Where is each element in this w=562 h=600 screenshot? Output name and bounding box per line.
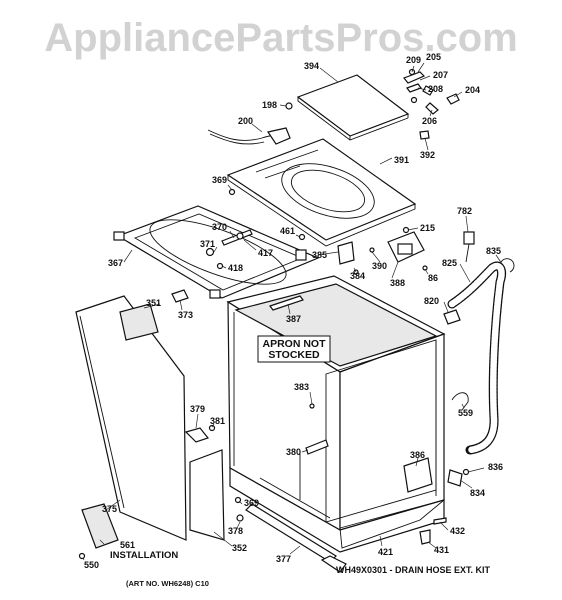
hook-559-drawing bbox=[451, 392, 469, 411]
screw-198-drawing bbox=[285, 102, 293, 110]
part-label-206: 206 bbox=[422, 116, 437, 126]
part-label-834: 834 bbox=[470, 488, 485, 498]
part-label-388: 388 bbox=[390, 278, 405, 288]
art-number-caption: (ART NO. WH6248) C10 bbox=[126, 579, 209, 588]
part-label-782: 782 bbox=[457, 206, 472, 216]
top-cover-391-drawing bbox=[226, 138, 417, 247]
plug-782-drawing bbox=[463, 231, 475, 263]
part-label-378: 378 bbox=[228, 526, 243, 536]
part-label-392: 392 bbox=[420, 150, 435, 160]
part-378-drawing bbox=[236, 514, 244, 522]
part-label-207: 207 bbox=[433, 70, 448, 80]
part-383-drawing bbox=[309, 403, 315, 409]
part-label-391: 391 bbox=[394, 155, 409, 165]
part-label-417: 417 bbox=[258, 248, 273, 258]
part-label-394: 394 bbox=[304, 61, 319, 71]
part-label-835: 835 bbox=[486, 246, 501, 256]
part-label-209: 209 bbox=[406, 55, 421, 65]
panel-352-drawing bbox=[189, 449, 225, 541]
part-label-381: 381 bbox=[210, 416, 225, 426]
part-label-387: 387 bbox=[286, 314, 301, 324]
part-drawings bbox=[75, 68, 515, 573]
lid-switch-200-drawing bbox=[207, 127, 291, 145]
part-label-370: 370 bbox=[212, 222, 227, 232]
part-label-375: 375 bbox=[102, 504, 117, 514]
part-label-559: 559 bbox=[458, 408, 473, 418]
side-panel-351-drawing bbox=[75, 295, 187, 541]
part-label-432: 432 bbox=[450, 526, 465, 536]
part-label-825: 825 bbox=[442, 258, 457, 268]
part-label-421: 421 bbox=[378, 547, 393, 557]
rod-370-drawing bbox=[205, 229, 253, 270]
part-label-461: 461 bbox=[280, 226, 295, 236]
part-431-drawing bbox=[419, 529, 431, 545]
floor-plate-421-drawing bbox=[339, 499, 445, 549]
part-label-200: 200 bbox=[238, 116, 253, 126]
switch-assembly-388-drawing bbox=[369, 226, 428, 271]
part-label-418: 418 bbox=[228, 263, 243, 273]
part-label-352: 352 bbox=[232, 543, 247, 553]
part-label-351: 351 bbox=[146, 298, 161, 308]
apron-note-line-2: STOCKED bbox=[268, 349, 320, 361]
part-label-204: 204 bbox=[465, 85, 480, 95]
drain-hose-825-drawing bbox=[447, 261, 507, 455]
part-381-drawing bbox=[208, 424, 216, 432]
part-label-205: 205 bbox=[426, 52, 441, 62]
part-label-380: 380 bbox=[286, 447, 301, 457]
part-labels: 394 209 205 207 208 204 206 198 200 392 … bbox=[84, 52, 503, 570]
part-label-561: 561 bbox=[120, 540, 135, 550]
part-379-drawing bbox=[184, 427, 210, 443]
part-label-385: 385 bbox=[312, 250, 327, 260]
leader-lines bbox=[82, 62, 503, 561]
clip-461-drawing bbox=[298, 233, 306, 241]
part-label-390: 390 bbox=[372, 261, 387, 271]
part-label-384: 384 bbox=[350, 271, 365, 281]
part-label-369-top: 369 bbox=[212, 175, 227, 185]
part-label-820: 820 bbox=[424, 296, 439, 306]
bumper-392-drawing bbox=[419, 130, 430, 140]
frame-367-drawing bbox=[113, 205, 320, 299]
bracket-384-385-drawing bbox=[337, 241, 359, 275]
watermark-text: AppliancePartsPros.com bbox=[44, 16, 518, 60]
apron-note-line-1: APRON NOT bbox=[263, 338, 327, 350]
part-820-drawing bbox=[443, 309, 461, 325]
installation-label: INSTALLATION bbox=[110, 550, 178, 561]
part-550-drawing bbox=[78, 552, 86, 560]
handle-387-drawing bbox=[269, 295, 304, 311]
part-label-208: 208 bbox=[428, 84, 443, 94]
part-label-550: 550 bbox=[84, 560, 99, 570]
part-432-drawing bbox=[433, 517, 447, 525]
lid-drawing bbox=[296, 74, 410, 141]
screw-369-top-drawing bbox=[228, 188, 236, 196]
drain-hose-kit-note: WH49X0301 - DRAIN HOSE EXT. KIT bbox=[336, 565, 491, 575]
part-label-377: 377 bbox=[276, 554, 291, 564]
part-label-198: 198 bbox=[262, 100, 277, 110]
part-label-379: 379 bbox=[190, 404, 205, 414]
part-label-836: 836 bbox=[488, 462, 503, 472]
installation-booklet-561-drawing bbox=[81, 503, 119, 549]
part-label-215: 215 bbox=[420, 223, 435, 233]
part-label-386: 386 bbox=[410, 450, 425, 460]
hinge-parts-drawing bbox=[403, 68, 460, 115]
part-836-drawing bbox=[462, 468, 470, 476]
part-label-371: 371 bbox=[200, 239, 215, 249]
toe-kick-377-drawing bbox=[245, 503, 347, 573]
part-label-367: 367 bbox=[108, 258, 123, 268]
part-label-383: 383 bbox=[294, 382, 309, 392]
apron-note: APRON NOT STOCKED bbox=[257, 335, 331, 363]
bracket-386-drawing bbox=[403, 457, 433, 493]
part-834-drawing bbox=[447, 469, 463, 487]
part-label-431: 431 bbox=[434, 545, 449, 555]
part-380-drawing bbox=[305, 439, 329, 455]
part-373-drawing bbox=[171, 289, 189, 303]
part-label-373: 373 bbox=[178, 310, 193, 320]
part-label-86: 86 bbox=[428, 273, 438, 283]
part-label-369-bottom: 369 bbox=[244, 498, 259, 508]
